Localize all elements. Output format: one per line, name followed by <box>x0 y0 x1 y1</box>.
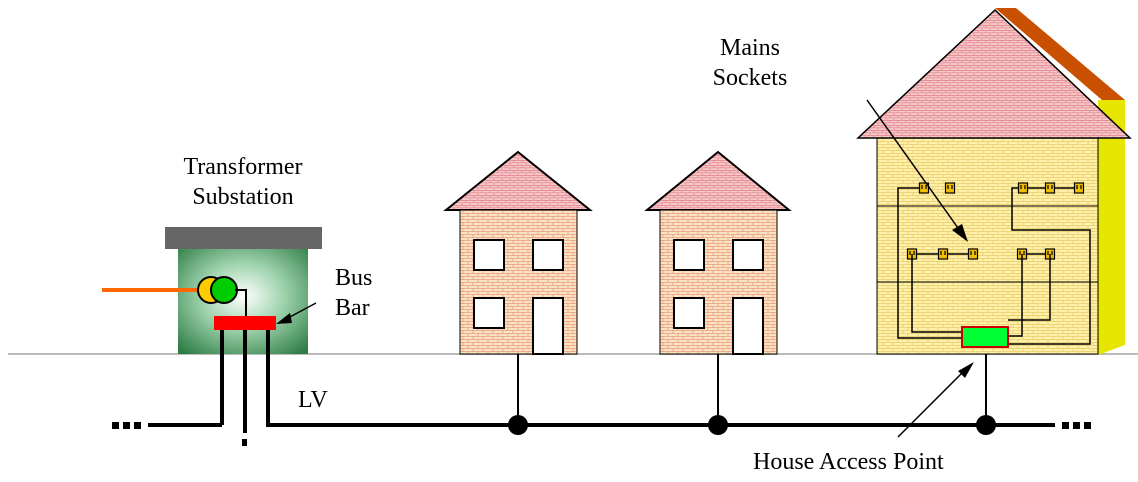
mains-sockets-arrowhead <box>952 224 968 242</box>
house-2-window <box>732 239 764 271</box>
bus-bar-label-line2: Bar <box>335 295 370 321</box>
riser-wiring <box>1008 254 1023 337</box>
mains-socket <box>937 248 949 260</box>
bus-bar-label: Bus Bar <box>335 263 372 323</box>
bus-bar <box>214 316 276 330</box>
mains-socket <box>944 182 956 194</box>
bus-bar-label-line1: Bus <box>335 265 373 291</box>
riser-wiring <box>911 254 962 333</box>
transformer-label-line1: Transformer <box>183 154 303 180</box>
mains-sockets-label: Mains Sockets <box>700 33 800 93</box>
house-access-point-label: House Access Point <box>753 449 944 475</box>
mains-socket <box>1044 182 1056 194</box>
top-floor-wiring <box>897 187 1080 206</box>
house-1-window <box>532 239 564 271</box>
lv-label: LV <box>298 387 328 413</box>
transformer-label-line2: Substation <box>192 184 294 210</box>
riser-wiring <box>1008 254 1051 321</box>
transformer-substation <box>102 227 322 354</box>
lv-feeder-middle-end <box>242 439 247 446</box>
riser-wiring <box>897 206 962 339</box>
mains-socket <box>1073 182 1085 194</box>
ellipsis-left-dot2 <box>123 422 130 429</box>
access-point-pointer <box>897 371 964 438</box>
bus-bar-pointer <box>287 302 317 319</box>
large-house <box>856 8 1132 355</box>
house-1-roof <box>443 150 593 211</box>
junction-3 <box>976 415 996 435</box>
small-house-2 <box>644 150 792 355</box>
junction-1 <box>508 415 528 435</box>
house-2-window <box>673 239 705 271</box>
mains-sockets-label-line1: Mains <box>720 35 780 61</box>
mains-sockets-pointer <box>866 99 959 229</box>
large-house-front-wall <box>876 137 1099 355</box>
junction-2 <box>708 415 728 435</box>
large-house-roof-side <box>995 8 1125 100</box>
transformer-substation-label: Transformer Substation <box>158 152 328 212</box>
large-house-roof <box>856 8 1132 139</box>
large-house-side-wall <box>1098 100 1125 355</box>
bus-bar-arrowhead <box>276 313 292 324</box>
ellipsis-right-dot1 <box>1062 422 1069 429</box>
house-1-window <box>473 239 505 271</box>
lv-main-cable <box>266 330 1055 427</box>
house-1-door <box>532 297 564 355</box>
house-2-window <box>673 297 705 329</box>
lv-network <box>112 330 1091 446</box>
small-house-1 <box>443 150 593 355</box>
ellipsis-right-dot3 <box>1084 422 1091 429</box>
riser-wiring <box>1008 206 1091 345</box>
ellipsis-left-dot3 <box>134 422 141 429</box>
mains-socket <box>1017 182 1029 194</box>
transformer-lead <box>235 289 247 316</box>
mains-sockets-label-line2: Sockets <box>712 65 788 91</box>
mains-socket <box>967 248 979 260</box>
house-2-door <box>732 297 764 355</box>
ellipsis-right-dot2 <box>1073 422 1080 429</box>
access-point-arrowhead <box>958 362 974 378</box>
ellipsis-left-dot1 <box>112 422 119 429</box>
house-access-point <box>961 326 1009 348</box>
house-1-window <box>473 297 505 329</box>
substation-roof <box>165 227 322 249</box>
secondary-coil <box>210 276 238 304</box>
house-2-roof <box>644 150 792 211</box>
